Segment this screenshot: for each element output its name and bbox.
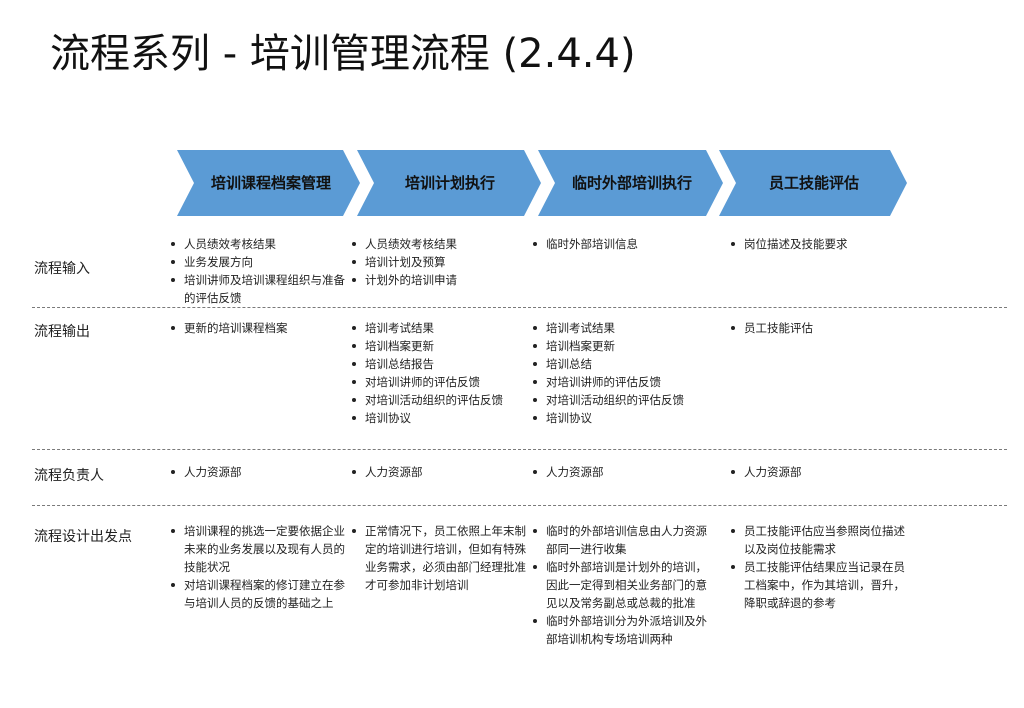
bullet-item: 培训考试结果 [530,319,710,337]
design-cell-4: 员工技能评估应当参照岗位描述以及岗位技能需求员工技能评估结果应当记录在员工档案中… [728,522,908,612]
input-cell-3: 临时外部培训信息 [530,235,710,253]
owner-cell-3: 人力资源部 [530,463,710,481]
stage-label-4: 员工技能评估 [769,174,859,192]
bullet-item: 员工技能评估结果应当记录在员工档案中，作为其培训，晋升，降职或辞退的参考 [728,558,908,612]
owner-cell-4: 人力资源部 [728,463,908,481]
design-cell-2: 正常情况下，员工依照上年末制定的培训进行培训，但如有特殊业务需求，必须由部门经理… [349,522,529,594]
bullet-item: 临时外部培训分为外派培训及外部培训机构专场培训两种 [530,612,710,648]
bullet-item: 培训档案更新 [349,337,529,355]
page-title: 流程系列 - 培训管理流程 (2.4.4) [50,31,636,77]
bullet-item: 培训讲师及培训课程组织与准备的评估反馈 [168,271,350,307]
bullet-item: 培训课程的挑选一定要依据企业未来的业务发展以及现有人员的技能状况 [168,522,350,576]
bullet-item: 岗位描述及技能要求 [728,235,908,253]
design-cell-1: 培训课程的挑选一定要依据企业未来的业务发展以及现有人员的技能状况对培训课程档案的… [168,522,350,612]
bullet-item: 对培训活动组织的评估反馈 [530,391,710,409]
bullet-item: 人员绩效考核结果 [349,235,529,253]
design-cell-3: 临时的外部培训信息由人力资源部同一进行收集临时外部培训是计划外的培训，因此一定得… [530,522,710,648]
bullet-item: 更新的培训课程档案 [168,319,350,337]
output-cell-4: 员工技能评估 [728,319,908,337]
output-cell-2: 培训考试结果培训档案更新培训总结报告对培训讲师的评估反馈对培训活动组织的评估反馈… [349,319,529,427]
bullet-item: 培训总结 [530,355,710,373]
bullet-item: 人力资源部 [349,463,529,481]
bullet-item: 临时的外部培训信息由人力资源部同一进行收集 [530,522,710,558]
input-cell-4: 岗位描述及技能要求 [728,235,908,253]
stage-label-3: 临时外部培训执行 [572,174,692,192]
row-divider [32,505,1007,506]
bullet-item: 对培训活动组织的评估反馈 [349,391,529,409]
bullet-item: 培训协议 [530,409,710,427]
stage-chevron-3: 临时外部培训执行 [538,150,723,216]
bullet-item: 业务发展方向 [168,253,350,271]
output-cell-3: 培训考试结果培训档案更新培训总结对培训讲师的评估反馈对培训活动组织的评估反馈培训… [530,319,710,427]
bullet-item: 培训总结报告 [349,355,529,373]
stage-chevron-1: 培训课程档案管理 [177,150,360,216]
bullet-item: 对培训课程档案的修订建立在参与培训人员的反馈的基础之上 [168,576,350,612]
bullet-item: 员工技能评估应当参照岗位描述以及岗位技能需求 [728,522,908,558]
bullet-item: 对培训讲师的评估反馈 [530,373,710,391]
bullet-item: 计划外的培训申请 [349,271,529,289]
bullet-item: 人力资源部 [168,463,350,481]
input-cell-1: 人员绩效考核结果业务发展方向培训讲师及培训课程组织与准备的评估反馈 [168,235,350,307]
bullet-item: 培训档案更新 [530,337,710,355]
bullet-item: 培训考试结果 [349,319,529,337]
bullet-item: 员工技能评估 [728,319,908,337]
stage-label-2: 培训计划执行 [405,174,495,192]
bullet-item: 人力资源部 [728,463,908,481]
row-label-owner: 流程负责人 [34,468,104,484]
input-cell-2: 人员绩效考核结果培训计划及预算计划外的培训申请 [349,235,529,289]
stage-chevron-2: 培训计划执行 [357,150,541,216]
bullet-item: 培训计划及预算 [349,253,529,271]
row-divider [32,449,1007,450]
stage-label-1: 培训课程档案管理 [211,174,331,192]
row-divider [32,307,1007,308]
bullet-item: 对培训讲师的评估反馈 [349,373,529,391]
row-label-input: 流程输入 [34,261,90,277]
owner-cell-1: 人力资源部 [168,463,350,481]
bullet-item: 人员绩效考核结果 [168,235,350,253]
row-label-design: 流程设计出发点 [34,529,132,545]
bullet-item: 临时外部培训是计划外的培训，因此一定得到相关业务部门的意见以及常务副总或总裁的批… [530,558,710,612]
stage-chevron-4: 员工技能评估 [719,150,907,216]
row-label-output: 流程输出 [34,324,90,340]
bullet-item: 人力资源部 [530,463,710,481]
owner-cell-2: 人力资源部 [349,463,529,481]
bullet-item: 正常情况下，员工依照上年末制定的培训进行培训，但如有特殊业务需求，必须由部门经理… [349,522,529,594]
bullet-item: 培训协议 [349,409,529,427]
output-cell-1: 更新的培训课程档案 [168,319,350,337]
bullet-item: 临时外部培训信息 [530,235,710,253]
